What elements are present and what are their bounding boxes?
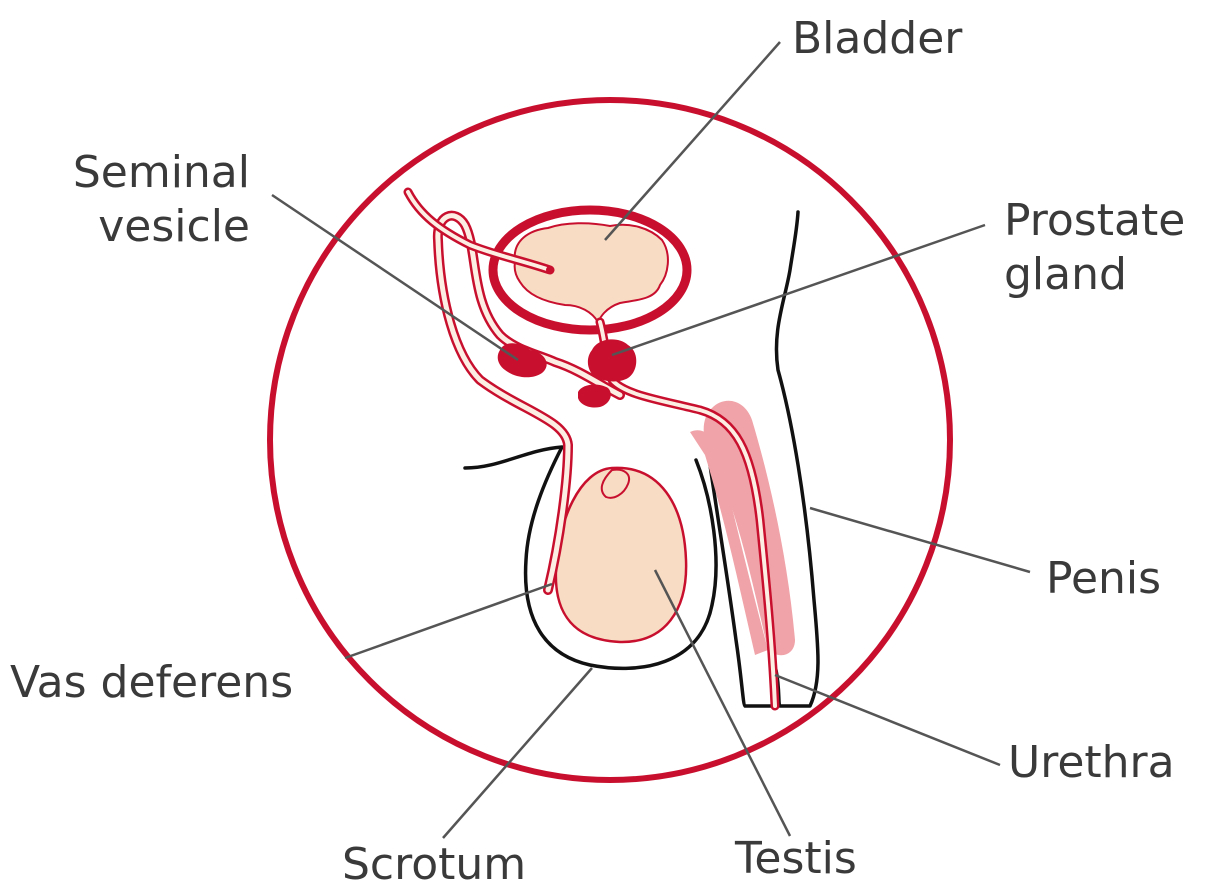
leader-urethra bbox=[775, 675, 1000, 765]
testis bbox=[556, 468, 686, 642]
label-testis: Testis bbox=[735, 832, 857, 886]
leader-lines bbox=[272, 42, 1030, 838]
leader-bladder bbox=[605, 42, 780, 240]
seminal-vesicle bbox=[498, 343, 547, 377]
label-bladder: Bladder bbox=[792, 12, 962, 66]
bladder bbox=[493, 210, 687, 330]
label-prostate-line2: gland bbox=[1004, 248, 1127, 302]
leader-vas-deferens bbox=[345, 584, 552, 658]
frame-circle bbox=[270, 100, 950, 780]
label-prostate-line1: Prostate bbox=[1004, 194, 1185, 248]
label-seminal-vesicle-line1: Seminal bbox=[40, 146, 250, 200]
bulbourethral-gland bbox=[578, 385, 611, 408]
leader-scrotum bbox=[443, 668, 592, 838]
label-scrotum: Scrotum bbox=[342, 838, 526, 892]
leader-prostate bbox=[612, 225, 985, 355]
label-vas-deferens: Vas deferens bbox=[10, 656, 293, 710]
ureter-opening bbox=[546, 266, 554, 274]
label-penis: Penis bbox=[1046, 552, 1161, 606]
prostate-gland bbox=[588, 339, 636, 381]
label-urethra: Urethra bbox=[1008, 736, 1175, 790]
leader-penis bbox=[810, 508, 1030, 572]
label-seminal-vesicle-line2: vesicle bbox=[40, 200, 250, 254]
